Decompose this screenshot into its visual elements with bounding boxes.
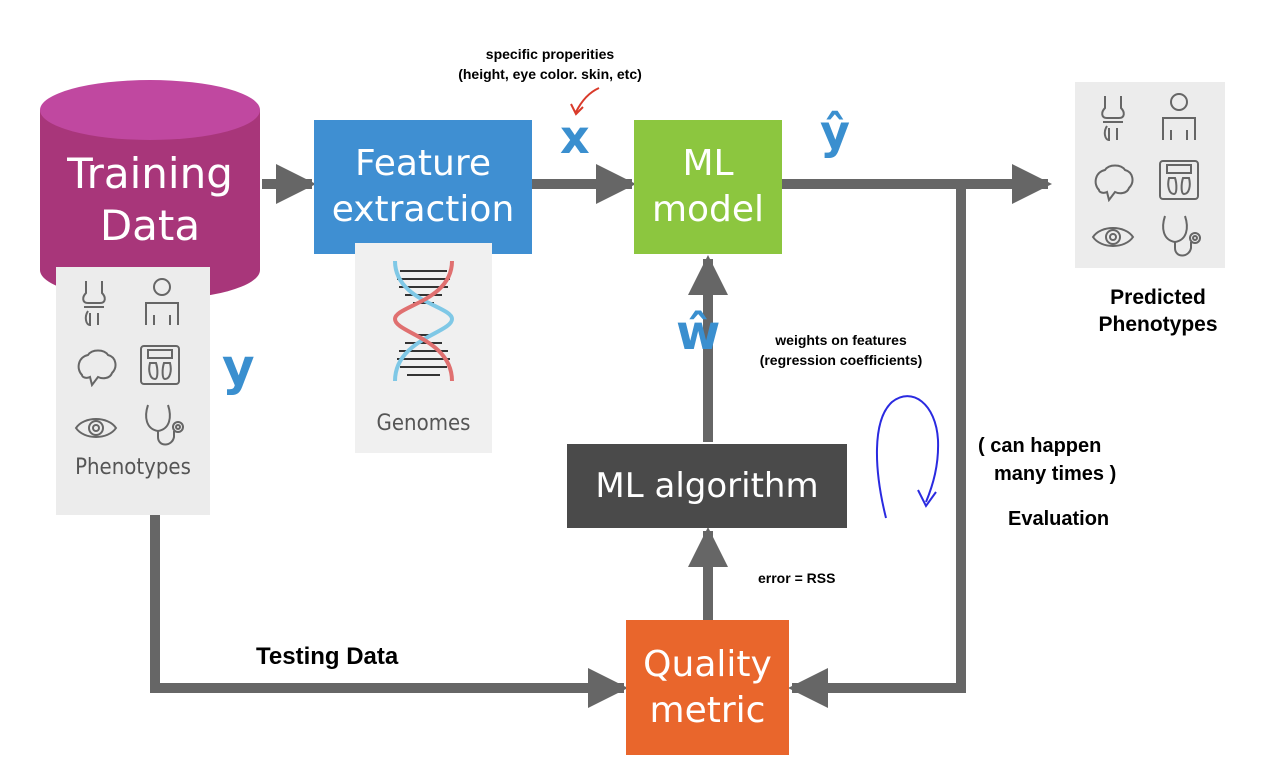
stethoscope-icon [1162, 215, 1201, 257]
specific-properties-note: specific properities (height, eye color.… [400, 44, 700, 84]
ml-algorithm-label: ML algorithm [595, 466, 819, 506]
specific-properties-line1: specific properities [485, 46, 615, 62]
symbol-y-hat: ŷ [820, 105, 850, 159]
ml-algorithm-box: ML algorithm [567, 444, 847, 528]
predicted-phenotypes-panel [1075, 82, 1225, 268]
person-icon [145, 278, 179, 325]
testing-data-label: Testing Data [256, 643, 399, 670]
symbol-x: x [560, 110, 590, 164]
dna-helix-icon [392, 260, 455, 382]
connector-arrows [150, 164, 1052, 708]
quality-metric-line2: metric [649, 689, 766, 731]
can-happen-line2: many times ) [994, 463, 1117, 485]
quality-metric-line1: Quality [643, 643, 772, 685]
weights-line1: weights on features [775, 332, 907, 348]
phenotypes-caption: Phenotypes [75, 455, 191, 480]
genomes-panel: Genomes [355, 243, 492, 453]
knee-joint-icon [1101, 96, 1125, 142]
person-icon [1162, 93, 1196, 140]
phenotypes-panel: Phenotypes [56, 267, 210, 515]
weights-line2: (regression coefficients) [759, 352, 923, 368]
training-data-line2: Data [99, 201, 201, 250]
feature-extraction-box: Feature extraction [314, 120, 532, 254]
red-pen-arrow [575, 87, 600, 113]
can-happen-line1: ( can happen [978, 435, 1102, 457]
stethoscope-icon [145, 404, 184, 446]
genomes-caption: Genomes [376, 411, 471, 436]
feature-extraction-line1: Feature [354, 143, 492, 184]
training-data-label: Training Data [40, 140, 260, 260]
symbol-w-hat: ŵ [676, 305, 721, 361]
blue-pen-loop [876, 395, 940, 519]
weights-note: weights on features (regression coeffici… [736, 330, 946, 370]
weight-scale-icon [1159, 160, 1199, 200]
ml-model-line1: ML [682, 143, 734, 184]
predicted-phenotypes-label: Predicted Phenotypes [1078, 284, 1238, 338]
ml-model-box: ML model [634, 120, 782, 254]
evaluation-label: Evaluation [1008, 508, 1110, 530]
red-pen-arrowhead [570, 103, 584, 116]
arrow-evaluation-feedback [788, 184, 966, 708]
brain-icon [77, 349, 117, 387]
symbol-y: y [222, 338, 255, 396]
arrow-testing-to-metric [150, 515, 628, 708]
knee-joint-icon [82, 281, 106, 327]
predicted-line2: Phenotypes [1098, 313, 1218, 336]
feature-extraction-line2: extraction [331, 189, 515, 230]
specific-properties-line2: (height, eye color. skin, etc) [458, 66, 642, 82]
error-rss-label: error = RSS [758, 570, 836, 586]
can-happen-note: ( can happen many times ) [978, 432, 1116, 488]
training-data-line1: Training [67, 149, 233, 198]
predicted-line1: Predicted [1110, 286, 1206, 309]
training-data-cylinder [40, 80, 260, 300]
quality-metric-box: Quality metric [626, 620, 789, 755]
weight-scale-icon [140, 345, 180, 385]
eye-icon [74, 418, 118, 438]
eye-icon [1091, 227, 1135, 247]
brain-icon [1094, 164, 1134, 202]
ml-model-line2: model [651, 189, 765, 230]
blue-pen-arrowhead [917, 489, 937, 508]
